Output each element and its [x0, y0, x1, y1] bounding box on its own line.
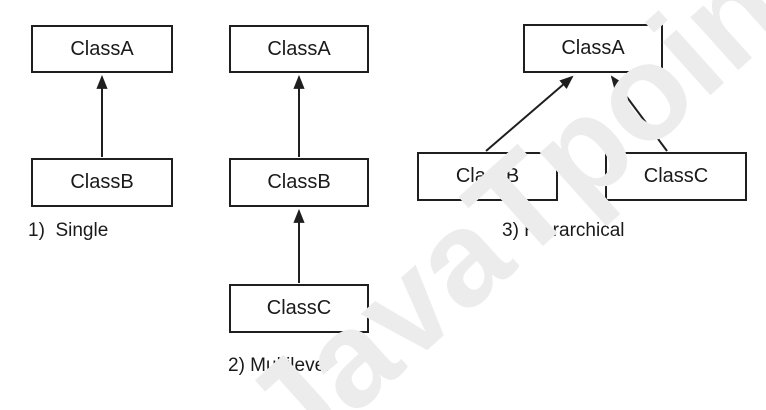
single-classb-label: ClassB [70, 171, 134, 193]
hierarchical-classb-box: ClassB [417, 152, 558, 201]
multilevel-classc-box: ClassC [229, 284, 369, 333]
hierarchical-diagram-caption: 3) Hierarchical [502, 220, 625, 241]
single-classa-label: ClassA [70, 37, 134, 60]
multilevel-diagram-caption: 2) Multilevel [228, 355, 330, 376]
single-diagram-caption: 1) Single [28, 220, 109, 241]
hierarchical-classb-label: ClassB [455, 165, 520, 187]
multilevel-classa-label: ClassA [267, 37, 331, 60]
multilevel-classc-label: ClassC [266, 297, 332, 319]
hierarchical-classa-label: ClassA [561, 37, 625, 59]
arrow-hierarchical-classc-to-classa [610, 75, 668, 152]
multilevel-classa-box: ClassA [229, 25, 369, 73]
multilevel-classb-box: ClassB [229, 158, 369, 207]
hierarchical-classc-box: ClassC [605, 152, 747, 201]
hierarchical-classa-box: ClassA [523, 24, 663, 73]
single-classa-box: ClassA [31, 25, 173, 73]
hierarchical-classc-label: ClassC [643, 165, 709, 187]
multilevel-classb-label: ClassB [267, 171, 331, 193]
arrow-hierarchical-classb-to-classa [485, 75, 574, 152]
single-classb-box: ClassB [31, 158, 173, 207]
